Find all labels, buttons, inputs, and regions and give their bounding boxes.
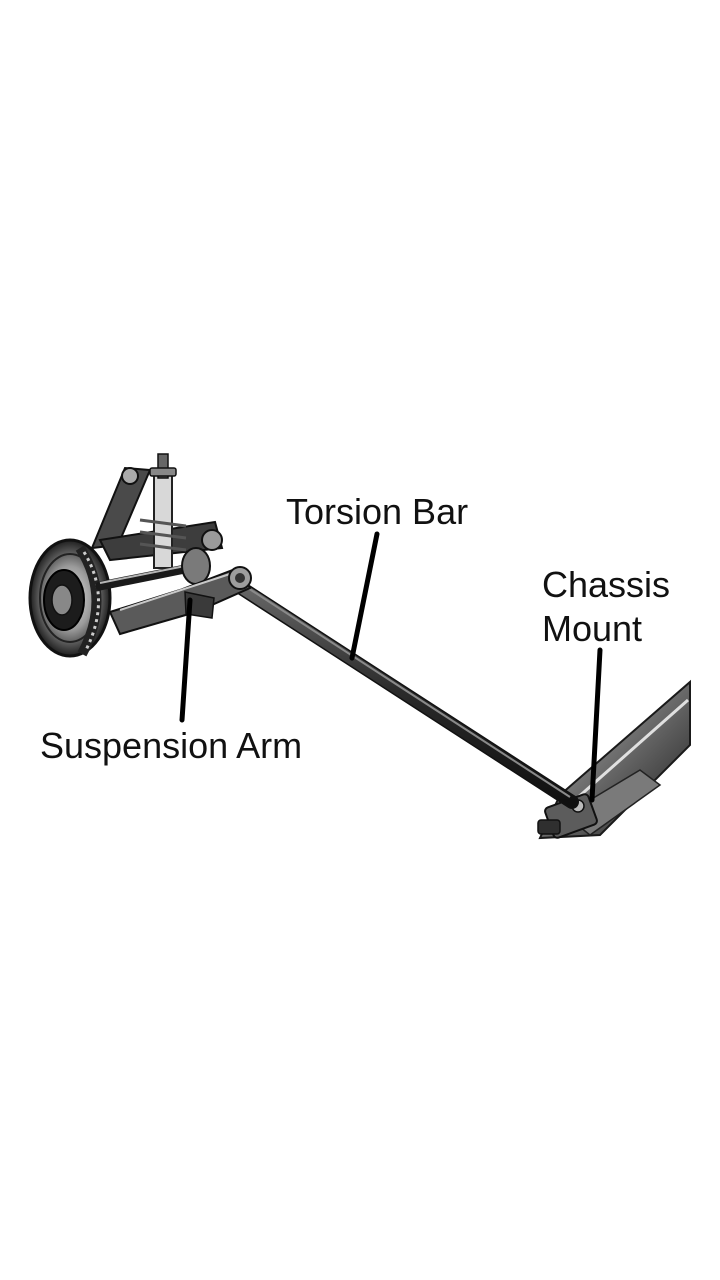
suspension-arm-label: Suspension Arm (40, 725, 303, 766)
leader-suspension-arm (179, 597, 193, 723)
chassis-mount-label-line1: Chassis (542, 564, 671, 605)
leader-torsion-bar (349, 531, 380, 661)
brake-disc (28, 538, 112, 658)
chassis-mount-label-line2: Mount (542, 608, 643, 649)
chassis-mount-label: Chassis Mount (542, 563, 670, 651)
torsion-bar (225, 575, 579, 809)
leader-chassis-mount (589, 647, 603, 803)
suspension-arm (108, 566, 252, 636)
torsion-bar-label: Torsion Bar (286, 491, 469, 532)
shock-absorber (139, 453, 187, 569)
leader-lines (179, 531, 603, 803)
drive-axle (95, 547, 211, 591)
